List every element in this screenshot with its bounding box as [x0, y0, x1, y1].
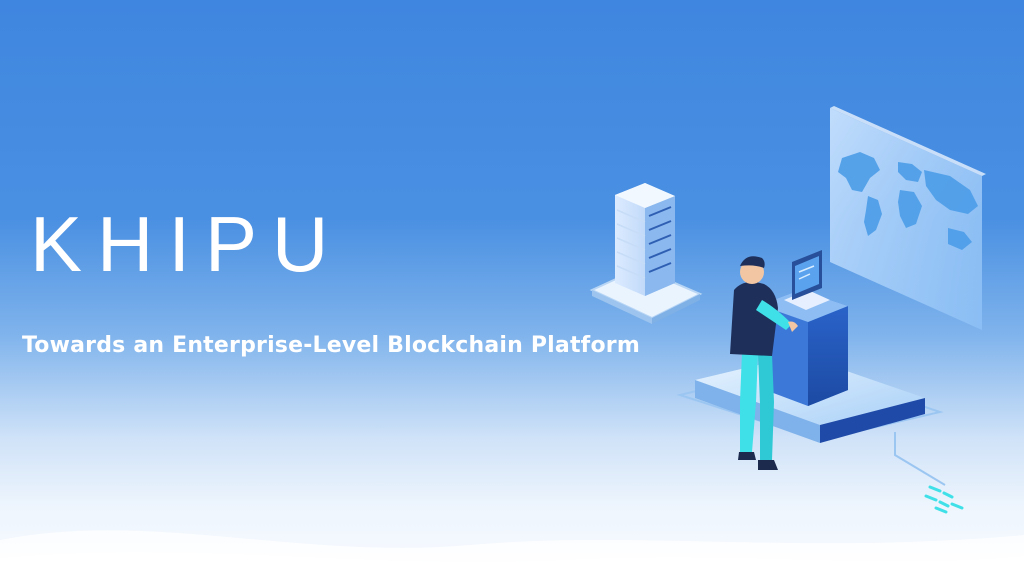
workstation-platform	[676, 355, 946, 486]
data-dash-icon	[924, 485, 964, 514]
bottom-wave	[0, 530, 1024, 576]
person-illustration	[730, 256, 798, 470]
laptop-icon	[784, 250, 830, 310]
page-subtitle: Towards an Enterprise-Level Blockchain P…	[22, 333, 640, 358]
world-map-icon	[830, 106, 986, 330]
page-title: KHIPU	[30, 200, 344, 288]
desk	[760, 290, 848, 406]
server-rack-icon	[589, 183, 703, 324]
